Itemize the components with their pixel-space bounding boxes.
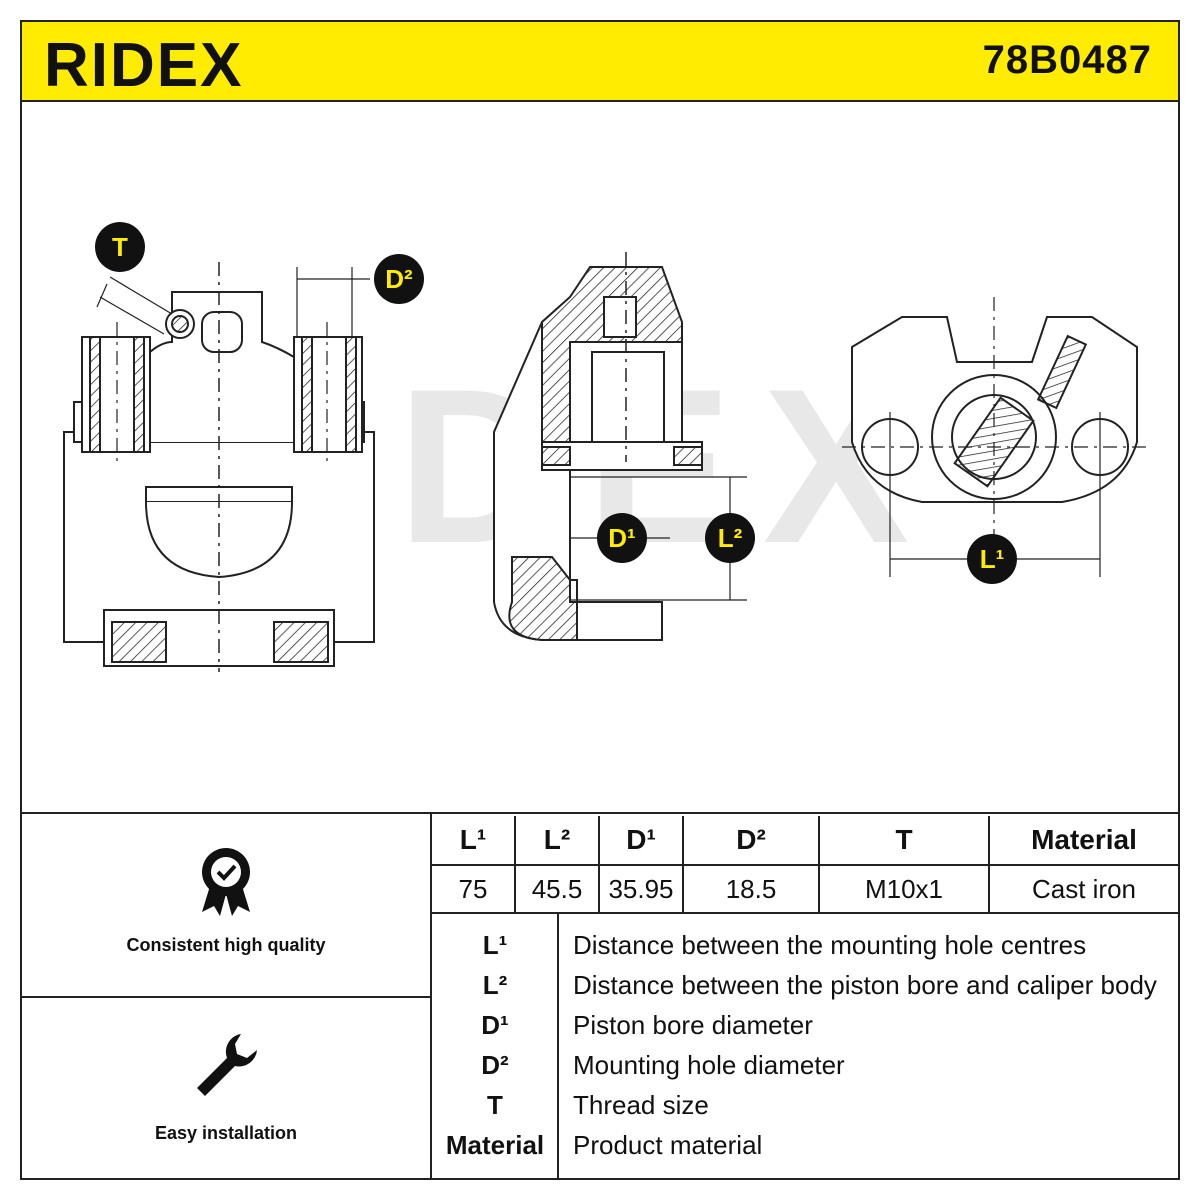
divider-features — [22, 996, 430, 998]
divider-specs-legend — [432, 912, 1178, 914]
label-badge-l1: L¹ — [967, 534, 1017, 584]
legend-row: Material Product material — [432, 1126, 1178, 1166]
legend-desc: Mounting hole diameter — [573, 1050, 845, 1080]
legend-key: Material — [445, 1130, 545, 1160]
spec-header-row: L¹ L² D¹ D² T Material — [432, 816, 1178, 866]
caliper-section-view — [493, 252, 747, 641]
legend-row: L¹ Distance between the mounting hole ce… — [432, 926, 1178, 966]
feature-installation: Easy installation — [22, 1030, 430, 1144]
svg-text:D¹: D¹ — [608, 523, 635, 553]
svg-text:L¹: L¹ — [980, 544, 1005, 574]
legend-row: T Thread size — [432, 1086, 1178, 1126]
spec-value-material: Cast iron — [988, 865, 1178, 912]
spec-value-row: 75 45.5 35.95 18.5 M10x1 Cast iron — [432, 865, 1178, 912]
divider-drawing-bottom — [22, 812, 1178, 814]
legend-key: L² — [482, 970, 508, 1000]
label-badge-l2: L² — [705, 513, 755, 563]
legend-desc: Product material — [573, 1130, 763, 1160]
spec-value-l1: 75 — [458, 873, 488, 904]
divider-legend-columns — [557, 914, 559, 1178]
svg-text:T: T — [112, 232, 128, 262]
spec-table: L¹ L² D¹ D² T Material 75 45.5 35.95 18.… — [432, 816, 1178, 912]
spec-header-l2: L² — [514, 816, 599, 866]
legend-desc: Distance between the piston bore and cal… — [573, 970, 1157, 1000]
svg-text:L²: L² — [718, 523, 743, 553]
quality-badge-icon — [202, 848, 250, 916]
brand-name: RIDEX — [44, 34, 243, 92]
legend-row: D² Mounting hole diameter — [432, 1046, 1178, 1086]
spec-header-d2: D² — [682, 816, 819, 866]
feature-quality: Consistent high quality — [22, 842, 430, 956]
spec-value-l2: 45.5 — [514, 865, 599, 912]
caliper-rear-view — [842, 297, 1152, 577]
wrench-icon — [197, 1034, 257, 1096]
spec-header-l1: L¹ — [432, 816, 515, 866]
ridex-logo: RIDEX — [44, 34, 243, 92]
spec-header-d1: D¹ — [598, 816, 683, 866]
legend-row: L² Distance between the piston bore and … — [432, 966, 1178, 1006]
label-badge-t: T — [95, 222, 145, 272]
caliper-drawing: RIDEX — [63, 222, 1152, 672]
legend-key: T — [487, 1090, 503, 1120]
legend-desc: Piston bore diameter — [573, 1010, 813, 1040]
sheet-frame — [20, 20, 1180, 1180]
spec-value-d2: 18.5 — [682, 865, 819, 912]
legend-row: D¹ Piston bore diameter — [432, 1006, 1178, 1046]
spec-value-t: M10x1 — [818, 865, 989, 912]
legend-desc: Distance between the mounting hole centr… — [573, 930, 1087, 960]
legend-key: D¹ — [481, 1010, 509, 1040]
feature-label: Easy installation — [154, 1123, 298, 1143]
header-bar: RIDEX 78B0487 — [22, 22, 1178, 102]
feature-label: Consistent high quality — [126, 935, 326, 955]
legend-key: D² — [481, 1050, 509, 1080]
spec-value-d1: 35.95 — [598, 865, 683, 912]
spec-header-t: T — [818, 816, 989, 866]
svg-text:D²: D² — [385, 264, 413, 294]
label-badge-d1: D¹ — [597, 513, 647, 563]
caliper-front-view — [63, 262, 375, 672]
legend-key: L¹ — [482, 930, 508, 960]
label-badge-d2: D² — [374, 254, 424, 304]
spec-header-material: Material — [988, 816, 1178, 866]
divider-features-specs — [430, 814, 432, 1178]
part-number: 78B0487 — [982, 38, 1152, 82]
legend-desc: Thread size — [573, 1090, 709, 1120]
